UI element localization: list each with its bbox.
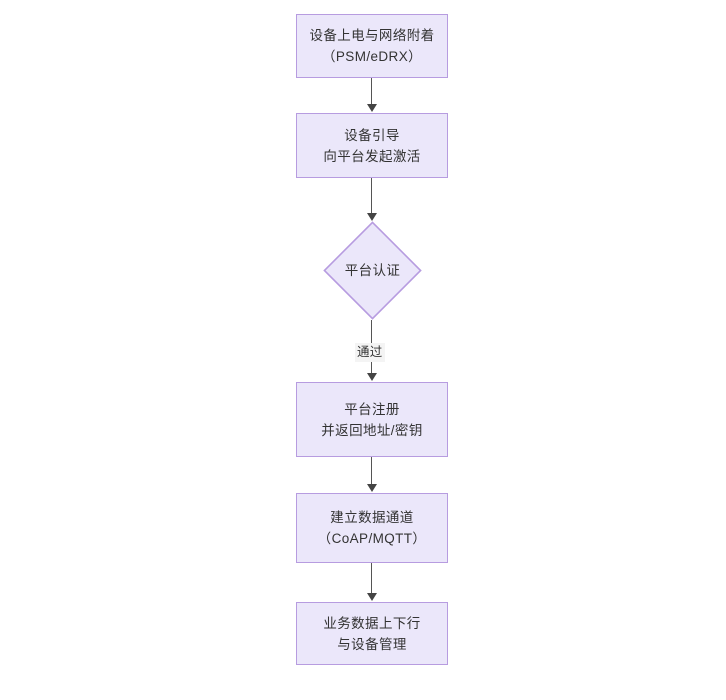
flow-node-platform-register[interactable]: 平台注册 并返回地址/密钥 <box>296 382 448 457</box>
flow-edge-3-arrowhead <box>366 373 377 381</box>
flow-node-data-channel-line1: 建立数据通道 <box>330 510 414 525</box>
flow-node-power-on[interactable]: 设备上电与网络附着 （PSM/eDRX） <box>296 14 448 78</box>
flow-edge-5-line <box>371 563 373 595</box>
flow-edge-4-line <box>371 457 373 486</box>
flow-node-power-on-line2: （PSM/eDRX） <box>321 49 423 64</box>
flow-node-data-channel[interactable]: 建立数据通道 （CoAP/MQTT） <box>296 493 448 563</box>
flow-edge-1-arrowhead <box>366 104 377 112</box>
flow-node-device-bootstrap[interactable]: 设备引导 向平台发起激活 <box>296 113 448 178</box>
flow-node-business-data-line1: 业务数据上下行 <box>323 615 421 631</box>
flow-node-platform-auth[interactable]: 平台认证 <box>323 221 422 320</box>
flow-edge-2-line <box>371 178 373 215</box>
flow-node-device-bootstrap-line1: 设备引导 <box>344 127 400 143</box>
flow-node-device-bootstrap-line2: 向平台发起激活 <box>323 148 421 164</box>
flow-edge-2 <box>366 178 383 222</box>
flow-node-power-on-line1: 设备上电与网络附着 <box>309 28 435 43</box>
flow-edge-2-arrowhead <box>366 213 377 221</box>
flow-node-platform-auth-label: 平台认证 <box>344 262 401 278</box>
flow-edge-5 <box>366 563 383 602</box>
flow-edge-1-line <box>371 78 373 106</box>
flow-edge-3-label: 通过 <box>355 343 385 362</box>
flow-edge-4-arrowhead <box>366 484 377 492</box>
flow-node-business-data[interactable]: 业务数据上下行 与设备管理 <box>296 602 448 665</box>
flow-node-business-data-line2: 与设备管理 <box>337 636 407 652</box>
flow-edge-4 <box>366 457 383 493</box>
flow-node-data-channel-line2: （CoAP/MQTT） <box>317 531 427 546</box>
flow-node-platform-register-line1: 平台注册 <box>344 401 400 417</box>
flow-node-platform-register-line2: 并返回地址/密钥 <box>321 422 423 438</box>
flow-edge-1 <box>366 78 383 113</box>
flow-edge-5-arrowhead <box>366 593 377 601</box>
diamond-icon <box>323 221 422 320</box>
